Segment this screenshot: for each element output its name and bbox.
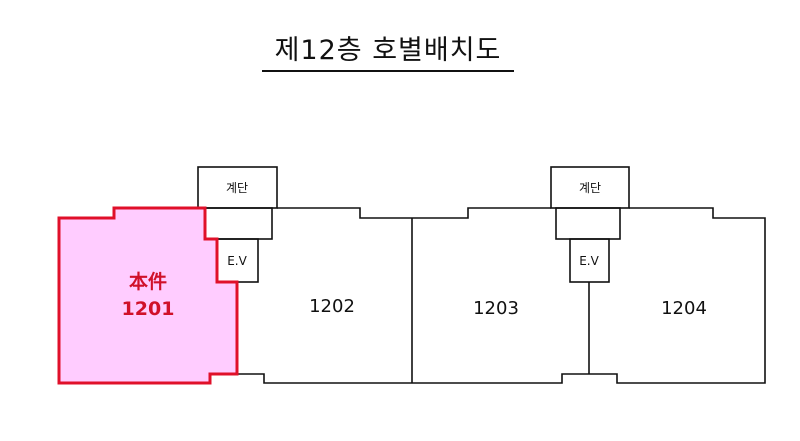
stairs-label-right: 계단 — [579, 181, 601, 195]
unit-1204-label: 1204 — [661, 298, 707, 319]
stairs-label-left: 계단 — [226, 181, 248, 195]
page-title: 제12층 호별배치도 — [262, 34, 514, 72]
unit-1201-highlight[interactable] — [57, 206, 239, 385]
elevator-label-left: E.V — [227, 254, 247, 268]
building-outline — [237, 207, 766, 384]
unit-1201-label: 1201 — [122, 298, 175, 320]
unit-1203-label: 1203 — [473, 298, 519, 319]
stairs-lower-box-left — [204, 207, 273, 240]
stairs-lower-box-right — [555, 207, 621, 240]
unit-1202-label: 1202 — [309, 296, 355, 317]
elevator-label-right: E.V — [579, 254, 599, 268]
elevator-box-right — [569, 238, 610, 283]
unit-1201-tag: 本件 — [129, 270, 167, 293]
